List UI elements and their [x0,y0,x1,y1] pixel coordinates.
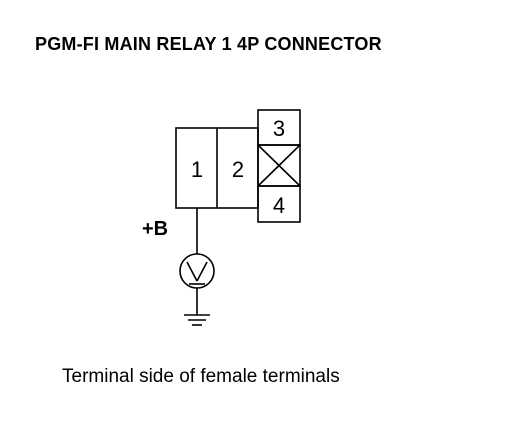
terminal-4-cell [257,185,301,223]
terminal-3-label: 3 [273,116,285,141]
terminal-4-label: 4 [273,193,285,218]
terminal-1-label: 1 [191,157,203,182]
diagram-caption: Terminal side of female terminals [62,366,340,387]
terminal-2-label: 2 [232,157,244,182]
voltmeter-icon [179,253,215,289]
battery-positive-label: +B [142,218,168,240]
ground-icon [184,314,210,326]
blank-cavity-icon [257,144,301,187]
diagram-title: PGM-FI MAIN RELAY 1 4P CONNECTOR [35,34,382,54]
